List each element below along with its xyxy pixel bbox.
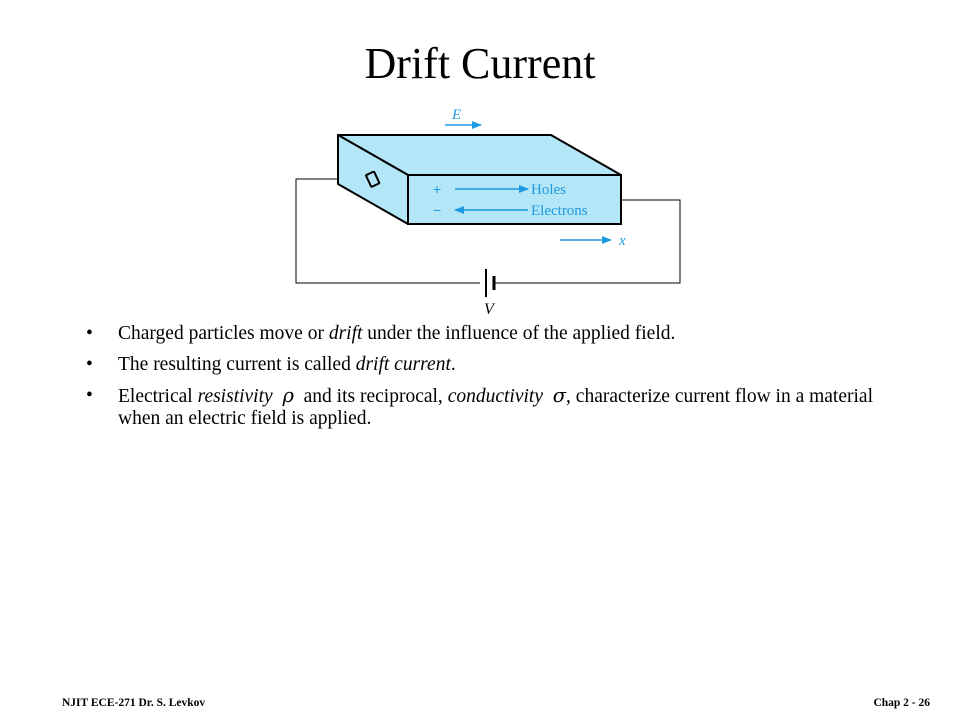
electrons-sign: − — [433, 202, 441, 218]
electrons-label: Electrons — [531, 203, 588, 219]
wire-left — [295, 178, 480, 284]
bar-front-face — [407, 174, 622, 225]
bullet-dot: • — [86, 385, 93, 406]
bullet-item: • Charged particles move or drift under … — [86, 323, 676, 344]
bullet-list: • Charged particles move or drift under … — [82, 323, 912, 439]
wire-right — [494, 199, 681, 284]
footer-course: NJIT ECE-271 Dr. S. Levkov — [62, 697, 206, 709]
left-contact — [365, 170, 381, 188]
x-label: x — [618, 233, 626, 249]
slide-title: Drift Current — [364, 39, 596, 88]
battery-label: V — [484, 301, 496, 318]
bullet-item: • The resulting current is called drift … — [86, 354, 456, 375]
sigma-symbol: σ — [552, 384, 567, 407]
field-label: E — [451, 107, 461, 123]
footer-page-number: Chap 2 - 26 — [873, 697, 930, 709]
bullet-dot: • — [86, 354, 93, 375]
bullet-item: • Electrical resistivity ρ and its recip… — [86, 384, 873, 430]
holes-sign: + — [433, 181, 441, 197]
holes-label: Holes — [531, 182, 566, 198]
drift-current-diagram: V E + Holes − Electrons x — [295, 107, 681, 318]
bullet-dot: • — [86, 323, 93, 344]
rho-symbol: ρ — [282, 384, 294, 407]
